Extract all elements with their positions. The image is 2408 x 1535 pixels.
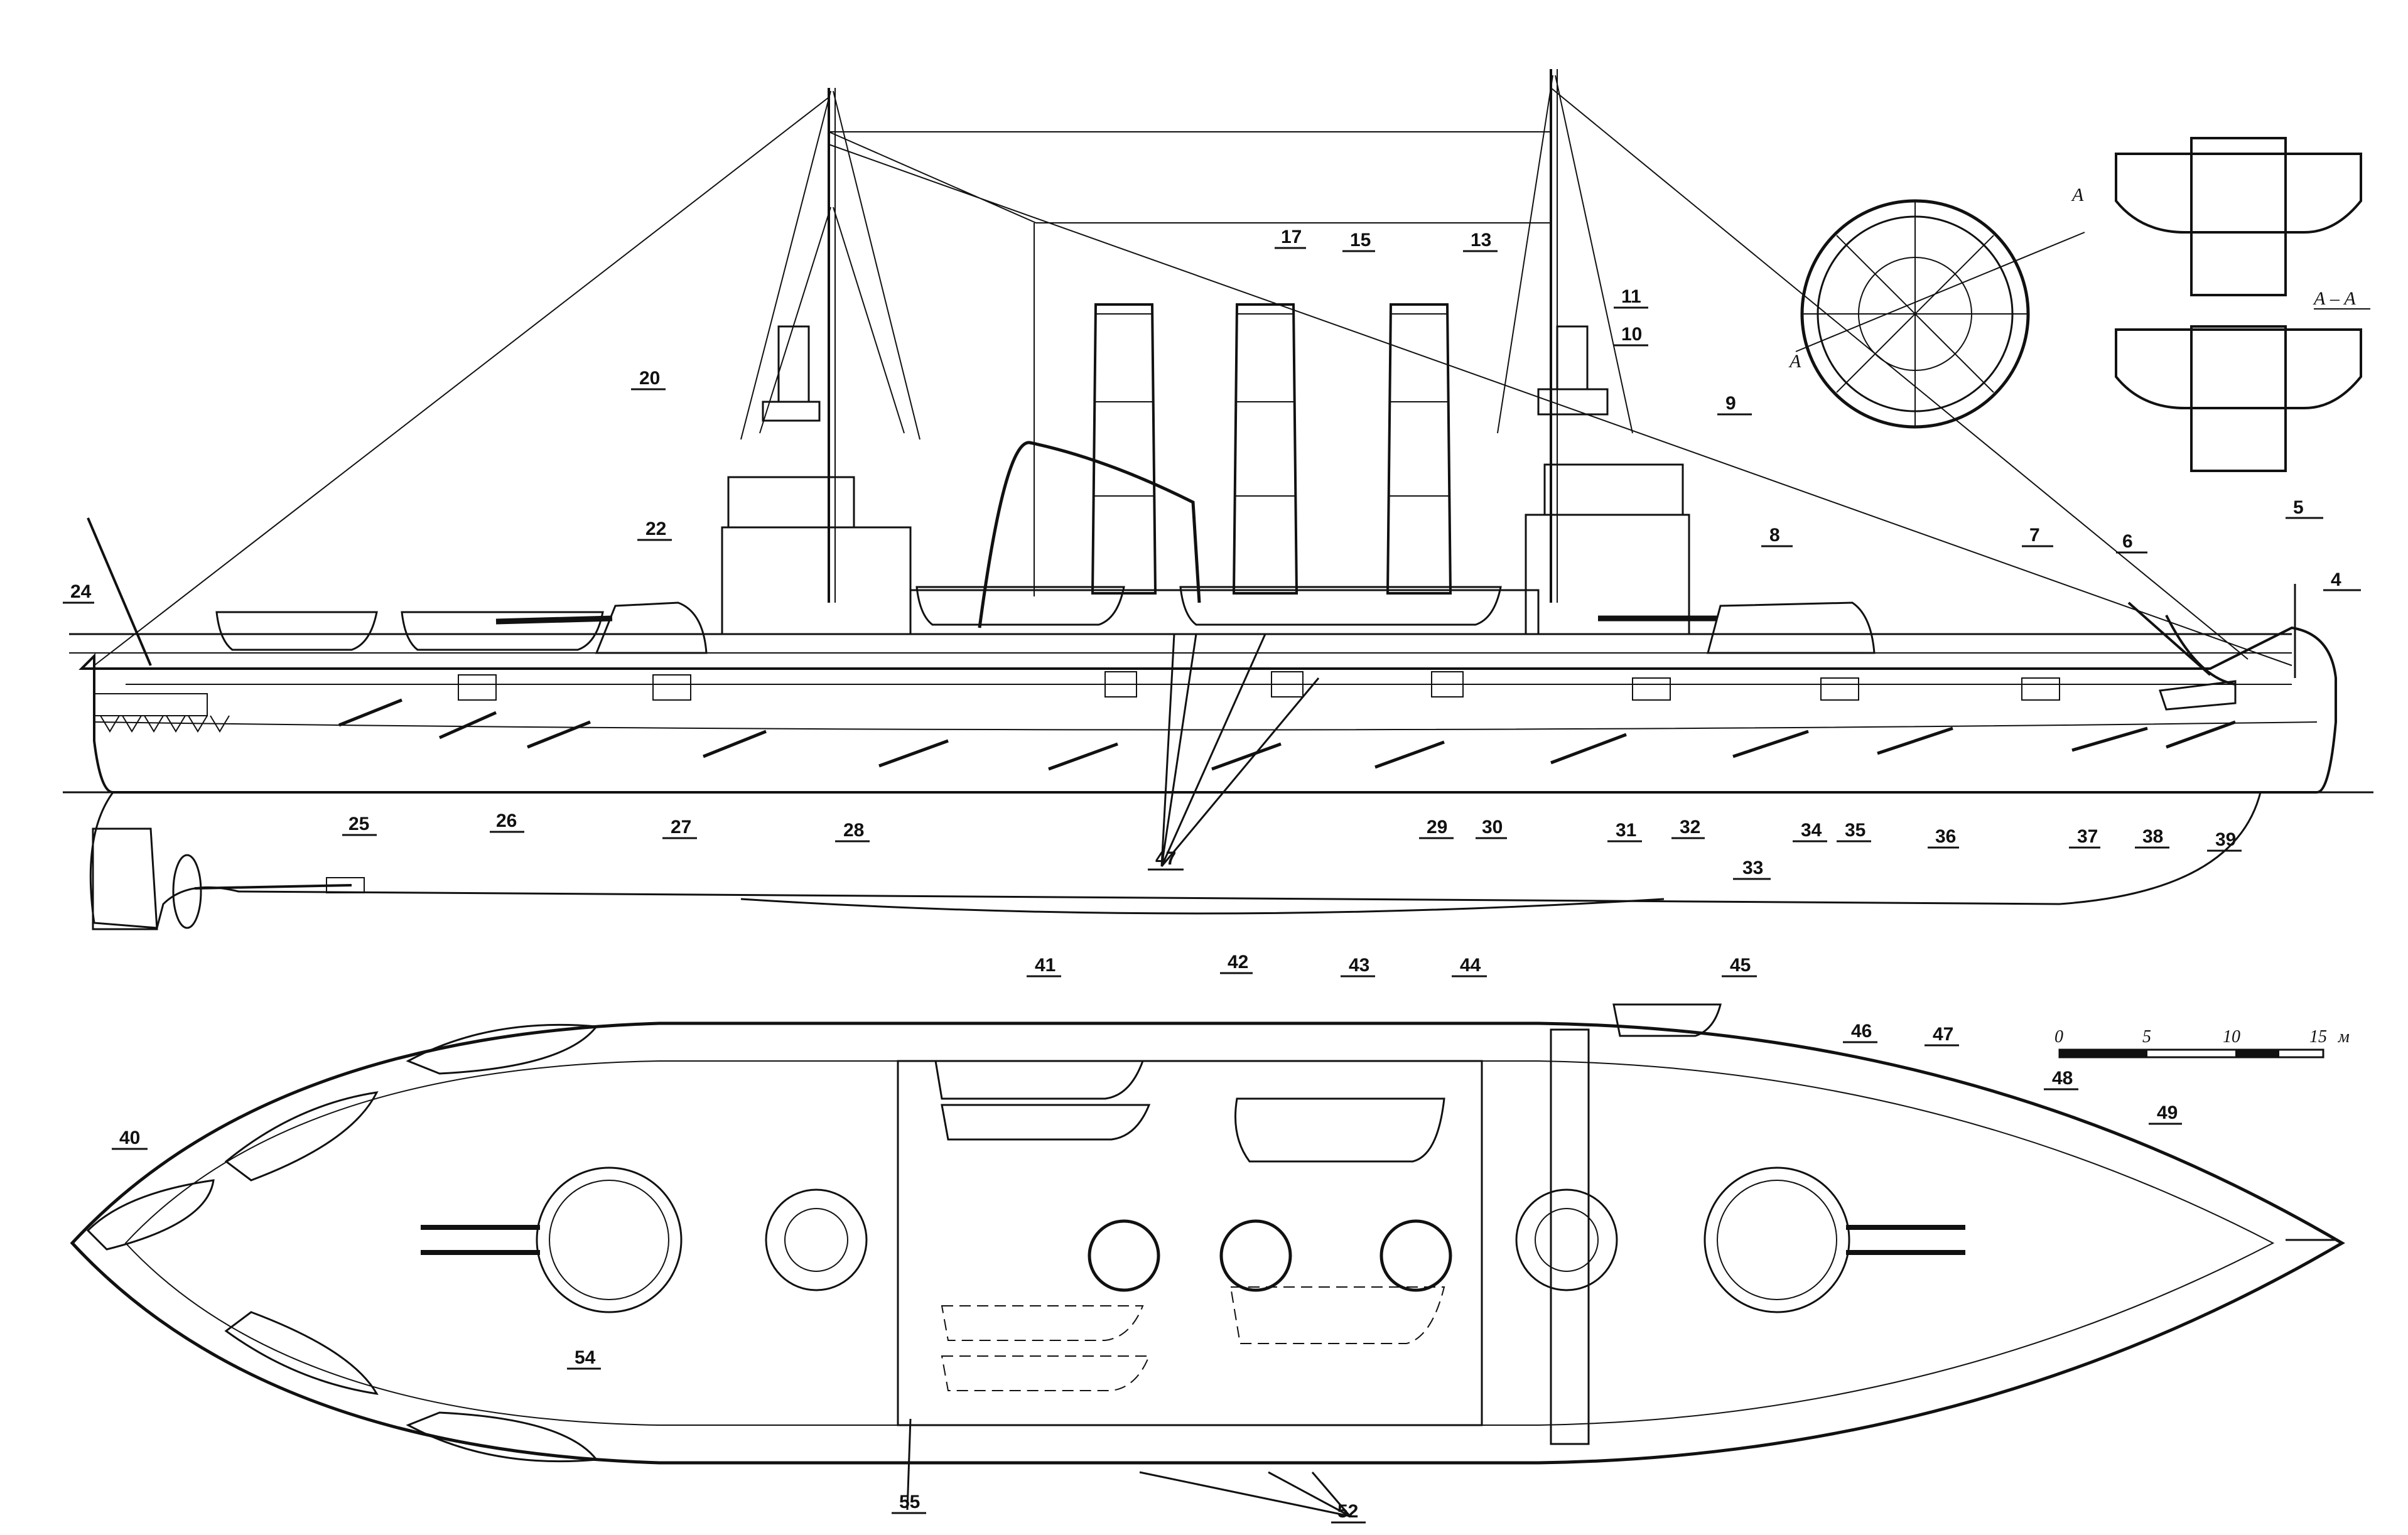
torpedo-net-booms bbox=[338, 698, 2236, 771]
side-profile bbox=[63, 69, 2373, 930]
callout-28: 28 bbox=[843, 820, 864, 841]
callout-41: 41 bbox=[1035, 955, 1056, 976]
callout-30: 30 bbox=[1482, 817, 1503, 838]
aft-superstructure bbox=[721, 526, 912, 635]
callout-13: 13 bbox=[1471, 230, 1491, 250]
callout-11: 11 bbox=[1621, 286, 1641, 307]
scale-tick-10: 10 bbox=[2223, 1027, 2240, 1047]
callout-10: 10 bbox=[1621, 324, 1642, 345]
section-a-a-round bbox=[1795, 199, 2085, 429]
callout-22: 22 bbox=[645, 519, 666, 539]
callout-8: 8 bbox=[1769, 525, 1780, 546]
callout-6: 6 bbox=[2122, 531, 2133, 552]
callout-47-plan: 47 bbox=[1933, 1024, 1953, 1045]
profile-callouts: 4 5 6 7 8 9 10 11 13 15 17 20 22 24 25 2… bbox=[70, 227, 2341, 878]
callout-40: 40 bbox=[119, 1128, 140, 1148]
callout-29: 29 bbox=[1427, 817, 1447, 838]
plan-leaders bbox=[112, 972, 2182, 1524]
scale-tick-5: 5 bbox=[2142, 1027, 2151, 1047]
plan-callouts: 40 41 42 43 44 45 46 47 48 49 52 54 55 bbox=[119, 952, 2178, 1522]
callout-49: 49 bbox=[2157, 1102, 2178, 1123]
aft-boat-1 bbox=[215, 611, 378, 651]
callout-31: 31 bbox=[1616, 820, 1636, 841]
callout-36: 36 bbox=[1935, 826, 1956, 847]
scale-tick-0: 0 bbox=[2054, 1027, 2063, 1047]
callout-26: 26 bbox=[496, 811, 517, 831]
aft-boat-2 bbox=[401, 611, 604, 651]
aft-mast bbox=[740, 88, 921, 603]
stern-gallery bbox=[94, 693, 230, 733]
aft-main-turret bbox=[595, 601, 708, 654]
callout-43: 43 bbox=[1349, 955, 1369, 976]
callout-24: 24 bbox=[70, 581, 92, 602]
propeller bbox=[172, 854, 202, 929]
callout-48: 48 bbox=[2052, 1068, 2073, 1089]
fore-mast bbox=[1497, 69, 1633, 603]
section-title: А – А bbox=[2313, 288, 2356, 309]
callout-44: 44 bbox=[1460, 955, 1481, 976]
callout-5: 5 bbox=[2293, 497, 2304, 518]
callout-55: 55 bbox=[899, 1492, 920, 1512]
aft-main-turret-plan bbox=[536, 1166, 683, 1313]
scale-unit: м bbox=[2338, 1027, 2350, 1047]
callout-4: 4 bbox=[2331, 569, 2341, 590]
section-a-a-detail bbox=[2115, 137, 2362, 472]
callout-32: 32 bbox=[1680, 817, 1700, 838]
callout-20: 20 bbox=[639, 368, 660, 389]
fore-main-turret-plan bbox=[1703, 1166, 1850, 1313]
section-labels: А А А – А bbox=[1788, 185, 2370, 372]
fore-main-turret bbox=[1707, 601, 1876, 654]
section-cut-label-top: А bbox=[2071, 185, 2084, 205]
callout-15: 15 bbox=[1350, 230, 1371, 250]
boat-crane bbox=[978, 441, 1201, 628]
scale-tick-15: 15 bbox=[2309, 1027, 2327, 1047]
callout-17: 17 bbox=[1281, 227, 1302, 247]
plan-view bbox=[70, 1003, 2345, 1465]
callout-46: 46 bbox=[1851, 1021, 1872, 1042]
callout-25: 25 bbox=[348, 814, 369, 834]
hull bbox=[78, 626, 2337, 794]
callout-9: 9 bbox=[1725, 393, 1736, 414]
callout-34: 34 bbox=[1801, 820, 1822, 841]
callout-7: 7 bbox=[2029, 525, 2040, 546]
profile-leaders bbox=[63, 247, 2361, 880]
callout-38: 38 bbox=[2142, 826, 2163, 847]
callout-33: 33 bbox=[1742, 858, 1763, 878]
funnels bbox=[1091, 303, 1452, 595]
scale-bar: 0 5 10 15 м bbox=[2054, 1027, 2350, 1058]
callout-37: 37 bbox=[2077, 826, 2098, 847]
rudder bbox=[92, 827, 158, 930]
deck-outline bbox=[70, 1021, 2345, 1465]
callout-45: 45 bbox=[1730, 955, 1751, 976]
callout-39: 39 bbox=[2215, 829, 2236, 850]
section-cut-label-bottom: А bbox=[1788, 351, 1801, 372]
callout-54: 54 bbox=[575, 1347, 596, 1368]
callout-42: 42 bbox=[1228, 952, 1248, 972]
callout-35: 35 bbox=[1845, 820, 1865, 841]
callout-27: 27 bbox=[671, 817, 691, 838]
